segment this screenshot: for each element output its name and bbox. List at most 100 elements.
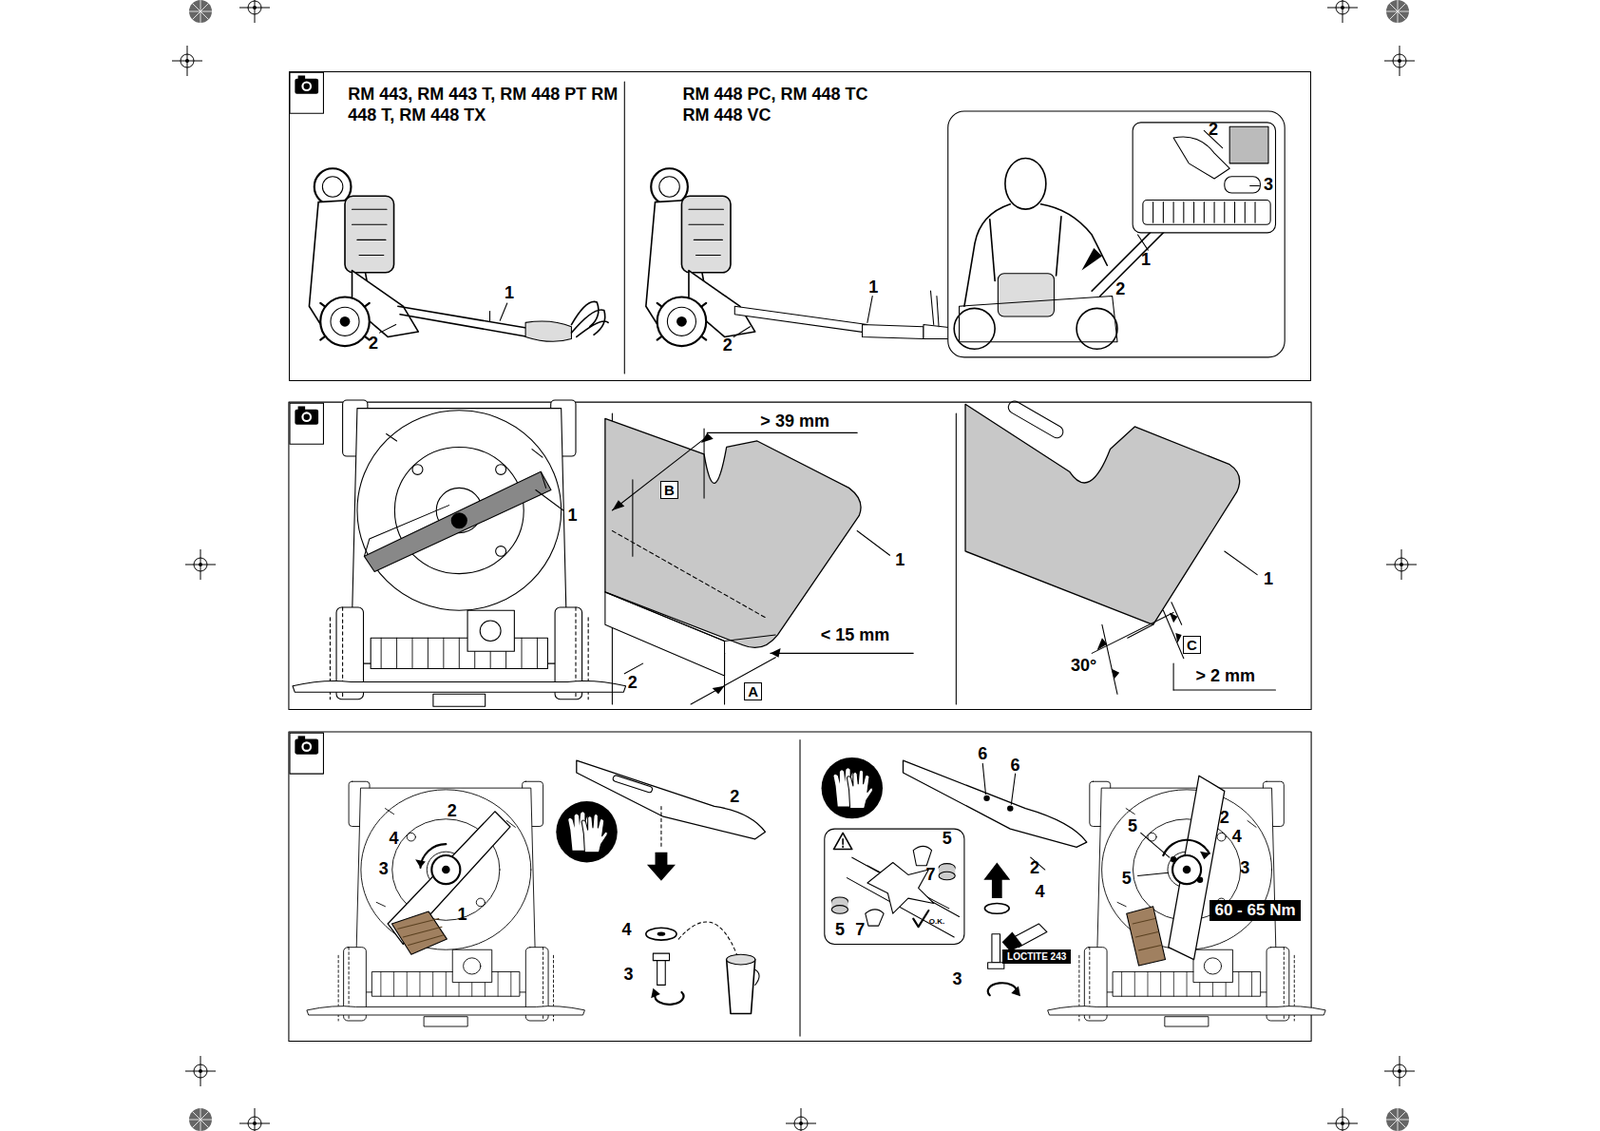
- illustration-part: [755, 969, 760, 985]
- reference-letter: C: [1182, 635, 1201, 654]
- illustration-part: [1168, 775, 1225, 959]
- callout-number: 2: [723, 336, 733, 356]
- dimension-label: 30°: [1070, 656, 1097, 676]
- illustration-part: [983, 795, 990, 801]
- callout-number: 2: [1219, 808, 1230, 828]
- illustration-part: [1005, 157, 1047, 210]
- illustration-part: [799, 740, 800, 1036]
- node-text: A: [747, 683, 759, 700]
- node-text: 60 - 65 Nm: [1214, 900, 1296, 920]
- dimension-label: > 39 mm: [760, 412, 830, 432]
- illustration-part: [1169, 611, 1182, 643]
- illustration-part: [726, 953, 756, 965]
- illustration-part: [380, 324, 397, 334]
- illustration-part: [652, 952, 669, 961]
- illustration-part: [1091, 611, 1174, 653]
- illustration-part: [289, 402, 324, 444]
- callout-number: 7: [925, 866, 935, 886]
- callout-number: 1: [868, 278, 878, 298]
- illustration-part: [555, 800, 617, 862]
- illustration-part: [185, 1055, 216, 1086]
- illustration-part: [431, 855, 460, 884]
- callout-number: 2: [628, 673, 638, 693]
- illustration-part: [624, 663, 643, 674]
- illustration-part: [1386, 1107, 1410, 1131]
- illustration-part: [239, 0, 270, 23]
- illustration-part: [292, 400, 627, 706]
- illustration-part: [398, 918, 444, 946]
- illustration-part: [984, 902, 1010, 914]
- illustration-part: [239, 1107, 270, 1131]
- illustration-part: [451, 512, 468, 529]
- illustration-part: [938, 871, 955, 880]
- illustration-part: [189, 0, 212, 23]
- illustration-part: [646, 168, 756, 346]
- illustration-part: [824, 828, 965, 944]
- illustration-part: [1197, 876, 1203, 883]
- illustration-part: [1384, 1055, 1415, 1086]
- illustration-part: [902, 760, 1086, 847]
- illustration-part: [982, 762, 986, 794]
- reference-letter: B: [660, 480, 679, 499]
- illustration-part: [1200, 851, 1211, 860]
- illustration-part: [605, 591, 776, 642]
- product-tag: LOCTITE 243: [1002, 949, 1071, 964]
- illustration-part: [1142, 200, 1271, 226]
- illustration-part: [867, 295, 873, 323]
- illustration-part: [363, 471, 546, 556]
- illustration-part: [631, 479, 633, 557]
- callout-number: 3: [1239, 858, 1250, 878]
- illustration-part: [306, 780, 585, 1027]
- illustration-part: [1097, 637, 1121, 679]
- callout-number: 2: [1029, 858, 1040, 878]
- illustration-part: [1173, 663, 1175, 690]
- callout-number: 7: [855, 921, 865, 941]
- illustration-part: [1250, 185, 1260, 187]
- illustration-part: [289, 72, 324, 114]
- callout-number: 4: [389, 829, 400, 849]
- illustration-part: [1141, 832, 1170, 858]
- illustration-part: [646, 927, 677, 940]
- dimension-label: < 15 mm: [820, 626, 891, 646]
- illustration-part: [712, 685, 725, 695]
- illustration-part: [1102, 624, 1118, 694]
- illustration-part: [571, 301, 609, 337]
- model-heading: RM 448 PC, RM 448 TC RM 448 VC: [682, 83, 899, 126]
- illustration-part: [657, 932, 667, 936]
- model-heading: RM 443, RM 443 T, RM 448 PT RM 448 T, RM…: [347, 83, 626, 126]
- callout-number: 2: [447, 801, 458, 821]
- illustration-part: [1173, 136, 1230, 179]
- illustration-part: [1081, 247, 1102, 271]
- illustration-part: [189, 1107, 212, 1131]
- callout-number: 4: [621, 921, 631, 941]
- callout-number: 1: [567, 507, 577, 527]
- panel-one-art: [289, 72, 1285, 374]
- illustration-part: [308, 168, 419, 346]
- illustration-part: [650, 988, 661, 999]
- illustration-part: [734, 305, 868, 333]
- illustration-part: [171, 45, 203, 77]
- illustration-part: [1132, 918, 1162, 951]
- callout-number: 6: [1010, 756, 1021, 776]
- illustration-part: [1138, 234, 1149, 250]
- illustration-part: [576, 760, 766, 839]
- illustration-part: [959, 295, 1118, 342]
- illustration-part: [415, 858, 426, 868]
- callout-number: 2: [368, 334, 379, 354]
- figure-panel: RM 443, RM 443 T, RM 448 PT RM 448 T, RM…: [288, 71, 1312, 381]
- illustration-part: [289, 732, 324, 774]
- illustration-part: [489, 311, 491, 323]
- illustration-part: [997, 273, 1054, 317]
- illustration-part: [419, 843, 446, 868]
- illustration-part: [391, 911, 447, 954]
- callout-number: 3: [952, 970, 962, 990]
- illustration-part: [535, 490, 564, 511]
- callout-number: 6: [977, 744, 988, 764]
- illustration-part: [706, 432, 858, 434]
- illustration-part: [690, 657, 776, 705]
- illustration-part: [831, 905, 848, 915]
- illustration-part: [1386, 549, 1417, 580]
- illustration-part: [1327, 0, 1358, 23]
- callout-number: 1: [1141, 250, 1151, 270]
